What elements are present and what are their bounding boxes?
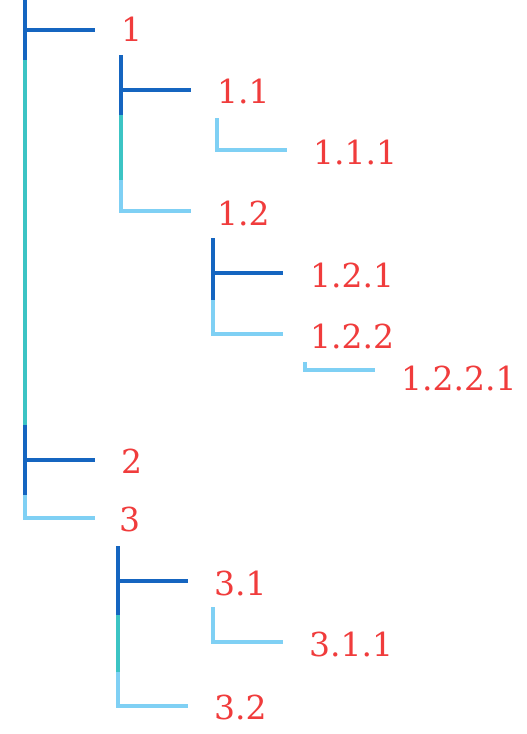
- node-label-1-1-1: 1.1.1: [313, 133, 397, 172]
- node-label-1-1: 1.1: [217, 72, 270, 111]
- node-label-1-2-1: 1.2.1: [310, 256, 394, 295]
- node-label-1-2-2: 1.2.2: [310, 317, 394, 356]
- node-label-3-1: 3.1: [214, 564, 267, 603]
- node-label-3: 3: [119, 500, 140, 539]
- node-label-1-2-2-1: 1.2.2.1: [401, 359, 517, 398]
- node-label-3-1-1: 3.1.1: [309, 625, 393, 664]
- node-label-3-2: 3.2: [214, 688, 267, 727]
- node-label-1: 1: [121, 10, 142, 49]
- node-label-2: 2: [121, 442, 142, 481]
- node-label-1-2: 1.2: [217, 194, 270, 233]
